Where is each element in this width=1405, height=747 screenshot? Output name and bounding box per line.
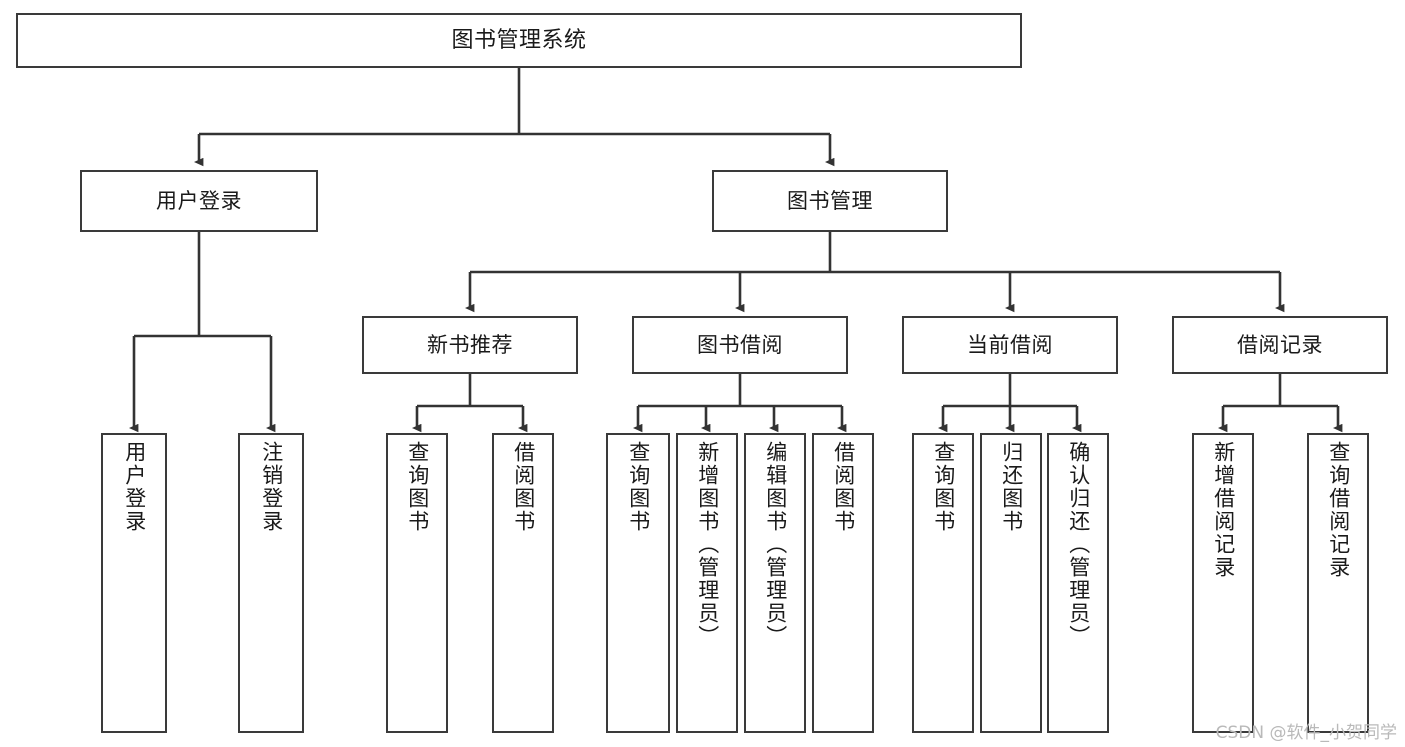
node-root-book-management-system[interactable]: 图书管理系统 bbox=[16, 13, 1022, 68]
node-current-borrow[interactable]: 当前借阅 bbox=[902, 316, 1118, 374]
node-label: 编辑图书（管理员） bbox=[763, 441, 788, 648]
node-label: 归还图书 bbox=[999, 441, 1024, 533]
node-leaf-book-borrow-query[interactable]: 查询图书 bbox=[606, 433, 670, 733]
node-leaf-user-login-login[interactable]: 用户登录 bbox=[101, 433, 167, 733]
node-leaf-borrow-record-query[interactable]: 查询借阅记录 bbox=[1307, 433, 1369, 733]
csdn-watermark: CSDN @软件_小贺同学 bbox=[1215, 723, 1397, 743]
node-leaf-current-borrow-query[interactable]: 查询图书 bbox=[912, 433, 974, 733]
node-label: 图书管理系统 bbox=[451, 27, 587, 53]
node-leaf-current-borrow-return[interactable]: 归还图书 bbox=[980, 433, 1042, 733]
node-label: 新增图书（管理员） bbox=[695, 441, 720, 648]
node-leaf-book-borrow-add[interactable]: 新增图书（管理员） bbox=[676, 433, 738, 733]
node-label: 查询图书 bbox=[931, 441, 956, 533]
node-leaf-current-borrow-confirm[interactable]: 确认归还（管理员） bbox=[1047, 433, 1109, 733]
node-label: 查询图书 bbox=[626, 441, 651, 533]
node-label: 用户登录 bbox=[156, 188, 242, 213]
node-leaf-book-borrow-edit[interactable]: 编辑图书（管理员） bbox=[744, 433, 806, 733]
node-label: 确认归还（管理员） bbox=[1066, 441, 1091, 648]
node-label: 新增借阅记录 bbox=[1211, 441, 1236, 579]
node-label: 注销登录 bbox=[259, 441, 284, 533]
node-book-management[interactable]: 图书管理 bbox=[712, 170, 948, 232]
node-label: 查询图书 bbox=[405, 441, 430, 533]
node-book-borrow[interactable]: 图书借阅 bbox=[632, 316, 848, 374]
node-label: 图书借阅 bbox=[697, 332, 783, 357]
node-leaf-user-login-logout[interactable]: 注销登录 bbox=[238, 433, 304, 733]
node-new-book-recommend[interactable]: 新书推荐 bbox=[362, 316, 578, 374]
node-user-login[interactable]: 用户登录 bbox=[80, 170, 318, 232]
node-leaf-borrow-record-add[interactable]: 新增借阅记录 bbox=[1192, 433, 1254, 733]
node-label: 借阅记录 bbox=[1237, 332, 1323, 357]
node-borrow-record[interactable]: 借阅记录 bbox=[1172, 316, 1388, 374]
node-label: 图书管理 bbox=[787, 188, 873, 213]
node-label: 借阅图书 bbox=[511, 441, 536, 533]
node-leaf-new-book-borrow[interactable]: 借阅图书 bbox=[492, 433, 554, 733]
node-label: 用户登录 bbox=[122, 441, 147, 533]
node-leaf-new-book-query[interactable]: 查询图书 bbox=[386, 433, 448, 733]
node-leaf-book-borrow-borrow[interactable]: 借阅图书 bbox=[812, 433, 874, 733]
node-label: 借阅图书 bbox=[831, 441, 856, 533]
node-label: 新书推荐 bbox=[427, 332, 513, 357]
node-label: 查询借阅记录 bbox=[1326, 441, 1351, 579]
node-label: 当前借阅 bbox=[967, 332, 1053, 357]
